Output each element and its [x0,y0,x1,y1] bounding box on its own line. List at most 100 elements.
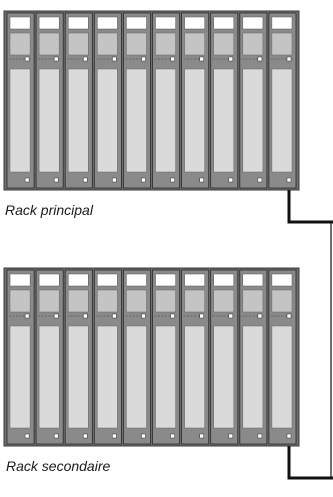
module-upper-panel [184,32,205,56]
module-upper-panel [271,289,293,313]
module-screw [53,433,59,439]
module-face [97,325,118,429]
rack-secondary-slot-2 [35,269,64,445]
module-upper-panel [38,32,60,56]
module-label-window [38,16,60,30]
rack-main-slot-4 [93,12,122,189]
module-screw [257,177,263,183]
module-face [184,68,205,173]
module-screw [141,177,146,183]
module-upper-panel [9,32,31,56]
rack-main-slot-10 [268,12,297,189]
rack-secondary-slot-7 [181,269,210,445]
module-upper-panel [213,289,235,313]
module-face [67,325,89,429]
module-face [126,68,147,173]
module-face [155,68,176,173]
module-face [271,325,293,429]
module-latch [170,56,175,62]
module-screw [286,177,292,183]
module-screw [170,177,175,183]
module-face [67,68,89,173]
rack-main-slot-1 [6,12,35,189]
module-upper-panel [126,32,147,56]
module-screw [199,433,204,439]
module-upper-panel [38,289,60,313]
module-latch [83,313,88,319]
module-upper-panel [242,32,264,56]
module-label-window [271,16,293,30]
module-face [242,68,264,173]
module-screw [24,177,30,183]
rack-main-slot-5 [123,12,151,189]
module-latch [228,313,234,319]
module-latch [53,56,59,62]
module-latch [286,313,292,319]
module-upper-panel [67,289,89,313]
rack-secondary-slot-5 [123,269,151,445]
module-screw [228,433,234,439]
module-upper-panel [97,289,118,313]
module-face [38,325,60,429]
module-screw [170,433,175,439]
module-label-window [242,273,264,287]
module-upper-panel [97,32,118,56]
rack-secondary-slot-3 [64,269,93,445]
module-upper-panel [213,32,235,56]
module-label-window [9,16,31,30]
rack-main-slot-2 [35,12,64,189]
module-face [9,325,31,429]
rack-secondary-slot-8 [210,269,239,445]
module-label-window [155,273,176,287]
module-latch [112,313,117,319]
module-label-window [213,16,235,30]
rack-secondary [3,267,300,447]
module-upper-panel [67,32,89,56]
module-label-window [97,273,118,287]
module-label-window [67,16,89,30]
module-label-window [184,16,205,30]
module-latch [199,56,204,62]
module-label-window [184,273,205,287]
module-upper-panel [126,289,147,313]
module-label-window [67,273,89,287]
rack-secondary-slot-1 [6,269,35,445]
module-screw [141,433,146,439]
rack-secondary-slot-9 [239,269,268,445]
rack-principal-label: Rack principal [5,202,93,218]
rack-main-slot-6 [152,12,181,189]
module-face [271,68,293,173]
module-label-window [9,273,31,287]
module-upper-panel [9,289,31,313]
cable-1 [287,190,333,224]
module-face [242,325,264,429]
rack-secondaire-label: Rack secondaire [6,458,111,474]
module-face [213,68,235,173]
module-upper-panel [155,32,176,56]
module-screw [112,177,117,183]
module-latch [53,313,59,319]
module-label-window [126,273,147,287]
module-screw [257,433,263,439]
module-label-window [213,273,235,287]
module-latch [199,313,204,319]
module-label-window [38,273,60,287]
rack-secondary-slot-6 [152,269,181,445]
module-upper-panel [184,289,205,313]
module-label-window [126,16,147,30]
module-screw [228,177,234,183]
module-latch [141,313,146,319]
module-face [9,68,31,173]
module-latch [286,56,292,62]
module-label-window [271,273,293,287]
rack-secondary-slot-10 [268,269,297,445]
module-latch [170,313,175,319]
module-face [38,68,60,173]
module-latch [257,56,263,62]
module-face [184,325,205,429]
module-screw [112,433,117,439]
module-label-window [155,16,176,30]
rack-main-slot-7 [181,12,210,189]
rack-main [3,10,300,191]
